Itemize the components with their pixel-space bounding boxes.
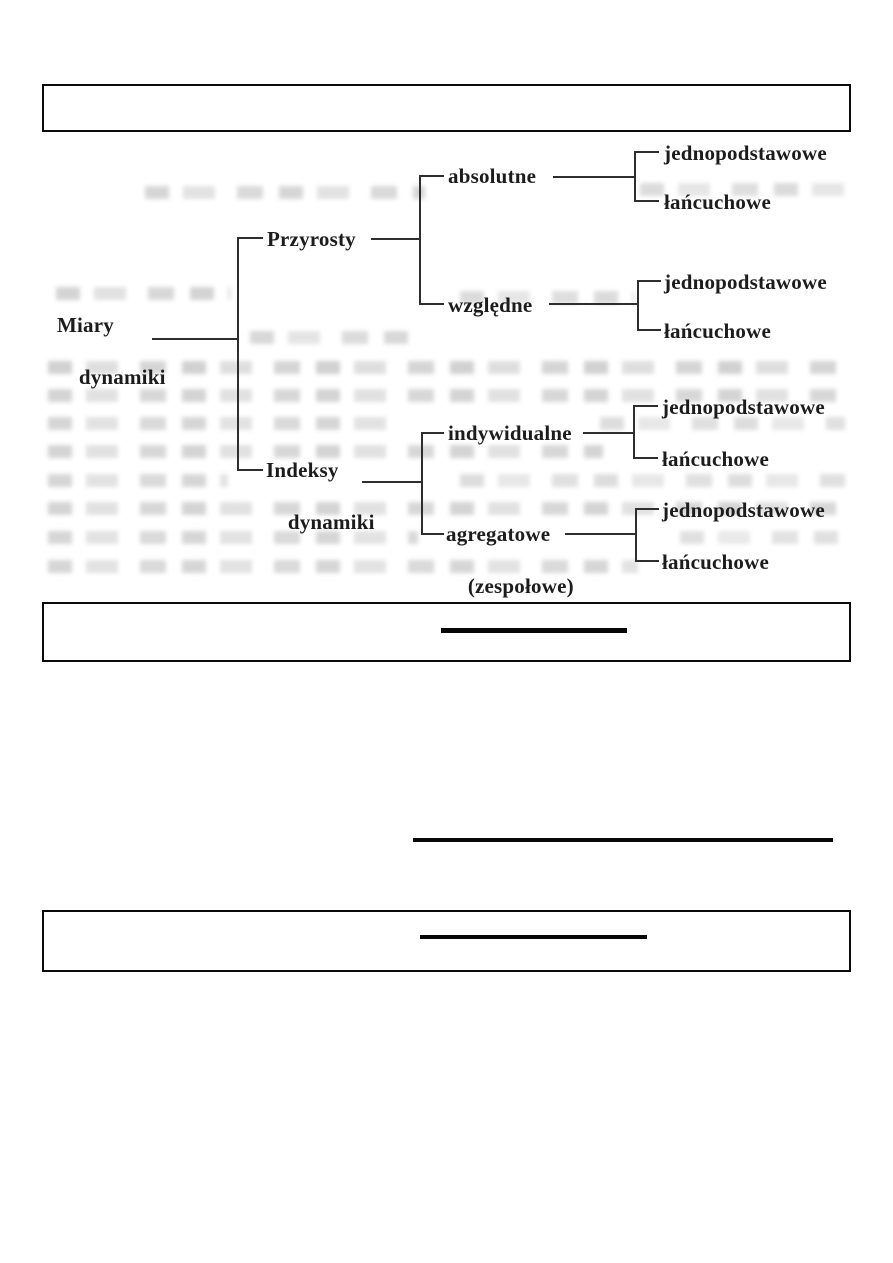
blank-rule-long — [413, 838, 833, 842]
line-przyrosty-to-connector — [371, 238, 421, 240]
ghost-text-row — [48, 474, 228, 487]
tree-leaf-jednopodstawowe: jednopodstawowe — [664, 141, 827, 165]
ghost-text-row — [56, 287, 231, 300]
line-connector-indeksy — [421, 432, 423, 535]
tree-root-line1: Miary — [57, 313, 114, 337]
line-tick-leaf — [633, 457, 658, 459]
blank-rule-middle-box — [441, 628, 627, 633]
ghost-text-row — [250, 331, 420, 344]
tree-node-agregatowe-line2: (zespołowe) — [467, 574, 574, 598]
ghost-text-row — [145, 186, 425, 199]
line-tick-agregatowe — [421, 533, 444, 535]
line-tick-leaf — [637, 329, 661, 331]
line-wzgledne-to-bracket — [549, 303, 639, 305]
line-tick-leaf — [635, 508, 659, 510]
tree-root-label: Miary dynamiki — [57, 312, 166, 390]
tree-node-indeksy-line1: Indeksy — [266, 458, 339, 482]
tree-leaf-jednopodstawowe: jednopodstawowe — [662, 498, 825, 522]
line-agregatowe-to-bracket — [565, 533, 637, 535]
tree-leaf-jednopodstawowe: jednopodstawowe — [664, 270, 827, 294]
line-connector-przyrosty — [419, 175, 421, 305]
line-tick-leaf — [635, 560, 659, 562]
ghost-text-row — [48, 361, 848, 374]
tree-leaf-lancuchowe: łańcuchowe — [664, 190, 771, 214]
tree-node-agregatowe: agregatowe (zespołowe) — [446, 521, 574, 599]
tree-leaf-lancuchowe: łańcuchowe — [664, 319, 771, 343]
line-tick-przyrosty — [237, 237, 263, 239]
tree-leaf-lancuchowe: łańcuchowe — [662, 447, 769, 471]
line-bracket-wzgledne — [637, 280, 639, 331]
tree-root-line2: dynamiki — [78, 365, 166, 389]
ghost-text-row — [48, 417, 398, 430]
tree-node-przyrosty: Przyrosty — [267, 227, 356, 251]
line-tick-indywidualne — [421, 432, 444, 434]
tree-node-agregatowe-line1: agregatowe — [446, 522, 551, 546]
line-root-to-trunk — [152, 338, 238, 340]
line-tick-leaf — [637, 280, 661, 282]
line-tick-leaf — [633, 405, 658, 407]
line-indywidualne-to-bracket — [583, 432, 635, 434]
tree-leaf-jednopodstawowe: jednopodstawowe — [662, 395, 825, 419]
line-tick-indeksy — [237, 469, 263, 471]
tree-node-absolutne: absolutne — [448, 164, 537, 188]
blank-rule-bottom-box — [420, 935, 647, 939]
ghost-text-row — [680, 531, 845, 544]
line-tick-wzgledne — [419, 303, 444, 305]
tree-node-indeksy: Indeksy dynamiki — [266, 457, 375, 535]
tree-node-indywidualne: indywidualne — [448, 421, 572, 445]
line-bracket-absolutne — [634, 151, 636, 202]
line-absolutne-to-bracket — [553, 176, 636, 178]
tree-node-wzgledne: względne — [448, 293, 533, 317]
top-blank-box — [42, 84, 851, 132]
line-bracket-agregatowe — [635, 508, 637, 562]
line-indeksy-to-connector — [362, 481, 422, 483]
tree-node-indeksy-line2: dynamiki — [287, 510, 375, 534]
middle-blank-box — [42, 602, 851, 662]
ghost-text-row — [460, 474, 845, 487]
line-tick-leaf — [634, 200, 659, 202]
bottom-blank-box — [42, 910, 851, 972]
line-tick-absolutne — [419, 175, 444, 177]
tree-leaf-lancuchowe: łańcuchowe — [662, 550, 769, 574]
line-bracket-indywidualne — [633, 405, 635, 459]
line-tick-leaf — [634, 151, 659, 153]
line-trunk — [237, 237, 239, 471]
